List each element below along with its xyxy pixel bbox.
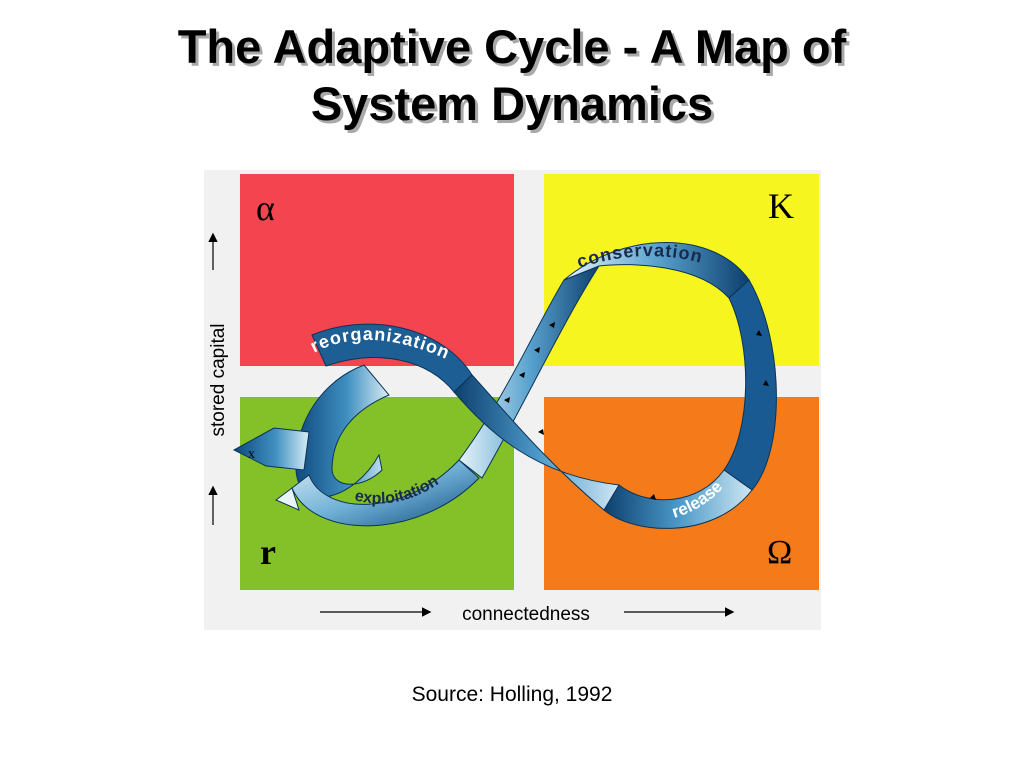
adaptive-cycle-diagram: α K r Ω stored capital connectedness (204, 170, 821, 630)
flow-arrows (504, 322, 769, 500)
flow-arrow-3 (534, 347, 540, 353)
k-symbol: K (768, 186, 794, 226)
flow-arrow-5 (756, 330, 762, 336)
flow-arrow-1 (504, 397, 510, 403)
ribbon-diagonal-falling (453, 374, 620, 511)
flow-arrow-7 (650, 494, 656, 500)
alpha-symbol: α (256, 188, 275, 228)
x-axis: connectedness (320, 604, 735, 625)
title-line-2: System Dynamics (310, 77, 714, 130)
flow-arrow-6 (763, 380, 769, 386)
exploitation-arrowhead (275, 487, 300, 511)
title-line-1: The Adaptive Cycle - A Map of (177, 20, 847, 73)
ribbon-exit-tail (232, 427, 310, 471)
omega-symbol: Ω (767, 534, 792, 571)
flow-arrow-8 (538, 429, 544, 435)
adaptive-cycle-figure: α K r Ω stored capital connectedness (204, 170, 821, 630)
ribbon-exploitation-band (291, 459, 480, 527)
x-axis-label: connectedness (462, 604, 590, 625)
y-axis-label: stored capital (208, 323, 229, 436)
source-caption: Source: Holling, 1992 (411, 683, 613, 706)
adaptive-cycle-ribbon (232, 242, 777, 529)
flow-arrow-4 (549, 322, 555, 328)
exit-marker: x (248, 447, 255, 462)
flow-arrow-2 (519, 372, 525, 378)
r-symbol: r (260, 532, 276, 572)
slide-title: The Adaptive Cycle - A Map of System Dyn… (0, 18, 1024, 132)
y-axis: stored capital (208, 232, 229, 525)
